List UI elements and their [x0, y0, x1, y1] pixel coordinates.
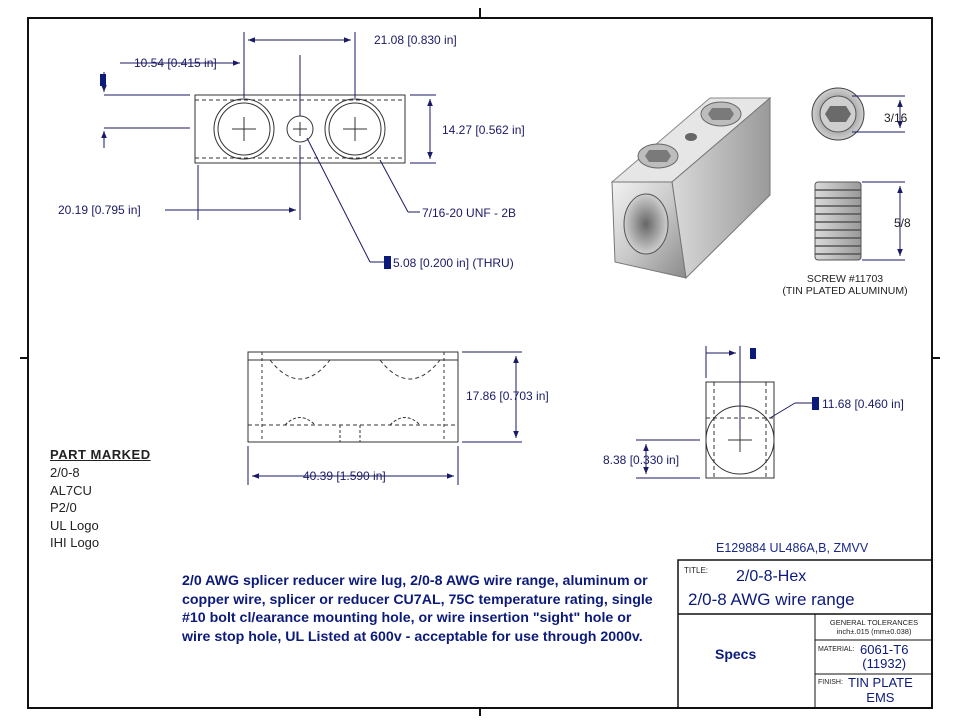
- screw-caption: SCREW #11703 (TIN PLATED ALUMINUM): [770, 273, 920, 297]
- certifications: E129884 UL486A,B, ZMVV: [716, 541, 869, 555]
- part-marked-title: PART MARKED: [50, 447, 151, 462]
- part-marked-item: IHI Logo: [50, 535, 100, 550]
- part-marked-item: P2/0: [50, 500, 77, 515]
- general-tolerances: GENERAL TOLERANCES inch±.015 (mm±0.038): [818, 618, 930, 636]
- dim-edge-offset: 20.19 [0.795 in]: [58, 203, 141, 217]
- title-key: TITLE:: [684, 566, 709, 575]
- product-description: 2/0 AWG splicer reducer wire lug, 2/0-8 …: [182, 573, 653, 646]
- material-line2: (11932): [862, 656, 907, 671]
- dim-width-top: 14.27 [0.562 in]: [442, 123, 525, 137]
- dim-hole-offset: 10.54 [0.415 in]: [134, 56, 217, 70]
- part-marked-item: AL7CU: [50, 482, 92, 498]
- screw-detail: [811, 87, 905, 261]
- screw-caption-line1: SCREW #11703: [806, 273, 884, 285]
- material-value: 6061-T6 (11932): [860, 643, 908, 671]
- part-marked-item: UL Logo: [50, 517, 99, 533]
- isometric-lug-render: [610, 96, 772, 280]
- material-line1: 6061-T6: [860, 642, 909, 657]
- front-view: [247, 351, 459, 443]
- dim-screw-dia: 3/16: [884, 111, 908, 125]
- title-block: [677, 559, 933, 709]
- dim-bore: 11.68 [0.460 in]: [822, 397, 904, 411]
- finish-line2: EMS: [866, 690, 895, 705]
- finish-key: FINISH:: [818, 679, 843, 686]
- dim-screw-len: 5/8: [894, 216, 911, 230]
- dim-bore-offset: 8.38 [0.330 in]: [603, 453, 679, 467]
- side-view-dimensions: [636, 346, 812, 479]
- tolerance-line2: inch±.015 (mm±0.038): [836, 627, 912, 636]
- finish-line1: TIN PLATE: [848, 675, 913, 690]
- part-marked-item: 2/0-8: [50, 465, 80, 480]
- dim-hole-pitch: 21.08 [0.830 in]: [374, 33, 457, 47]
- part-title: 2/0-8-Hex: [736, 568, 807, 585]
- part-marked-list: 2/0-8 AL7CU P2/0 UL Logo IHI Logo: [50, 464, 99, 552]
- front-view-dimensions: [247, 351, 522, 485]
- screw-caption-line2: (TIN PLATED ALUMINUM): [782, 285, 908, 297]
- specs-label: Specs: [715, 646, 757, 662]
- part-subtitle: 2/0-8 AWG wire range: [688, 590, 855, 609]
- material-key: MATERIAL:: [818, 646, 855, 653]
- finish-value: TIN PLATE EMS: [848, 675, 913, 705]
- dim-thru-hole: 5.08 [0.200 in] (THRU): [393, 256, 514, 270]
- dim-length: 40.39 [1.590 in]: [303, 469, 386, 483]
- tolerance-line1: GENERAL TOLERANCES: [829, 618, 919, 627]
- dim-height-front: 17.86 [0.703 in]: [466, 389, 549, 403]
- dim-thread: 7/16-20 UNF - 2B: [422, 206, 516, 220]
